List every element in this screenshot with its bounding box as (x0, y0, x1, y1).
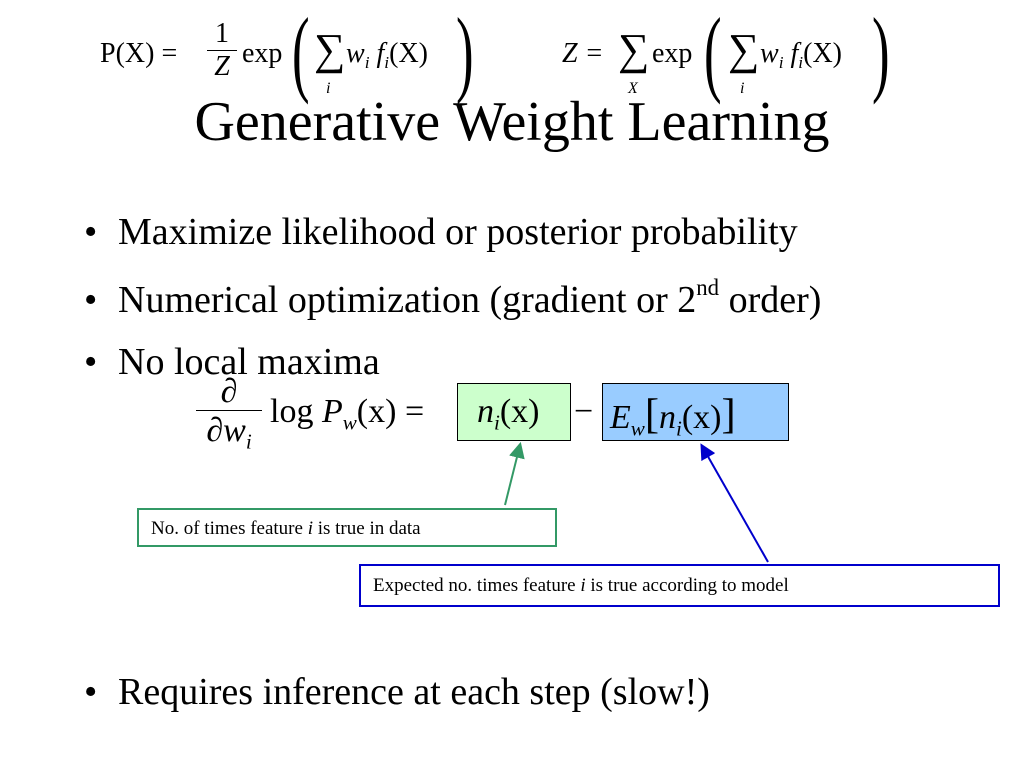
arrow-to-empirical-count (504, 441, 525, 506)
formula-p-sum-index: i (326, 80, 331, 97)
formula-p-lparen: ( (292, 0, 310, 105)
arrow-to-expected-count (700, 443, 769, 563)
formula-p-numerator: 1 (215, 18, 229, 49)
formula-z-outer-index: X (628, 80, 638, 97)
partial-numerator: ∂ (220, 373, 238, 410)
formula-p-sigma: ∑ (314, 25, 346, 74)
bullet-text: Maximize likelihood or posterior probabi… (118, 211, 798, 253)
bullet-item-inference: • Requires inference at each step (slow!) (84, 670, 710, 714)
formula-z-lhs: Z = (562, 38, 604, 69)
formula-p-exp: exp (242, 38, 283, 69)
bullet-item-optimization: • Numerical optimization (gradient or 2nd… (84, 275, 821, 322)
minus-sign: − (574, 393, 594, 430)
formula-z-sum-index: i (740, 80, 745, 97)
formula-z-term: wi fi(X) (760, 38, 842, 73)
bullet-text: Requires inference at each step (slow!) (118, 671, 710, 713)
bullet-item-maxima: • No local maxima (84, 340, 380, 384)
bullet-text-tail: order) (719, 279, 822, 322)
bullet-text: Numerical optimization (gradient or 2 (118, 279, 697, 322)
formula-p-rparen: ) (456, 0, 474, 105)
bullet-dot: • (84, 671, 98, 713)
bullet-text: No local maxima (118, 341, 380, 383)
formula-z-outer-sigma: ∑ (618, 25, 650, 74)
expected-count-highlight (602, 383, 789, 441)
callout-model-count: Expected no. times feature i is true acc… (359, 564, 1000, 607)
bullet-dot: • (84, 279, 98, 322)
formula-p-fraction: 1 Z (207, 18, 237, 83)
formula-z-sigma: ∑ (728, 25, 760, 74)
formula-z-rparen: ) (872, 0, 890, 105)
slide-title: Generative Weight Learning (194, 91, 830, 153)
log-likelihood: log Pw(x) = (270, 393, 425, 435)
formula-p-term: wi fi(X) (346, 38, 428, 73)
expected-count-term: Ew[ni(x)] (610, 391, 736, 441)
partial-denominator: ∂wi (196, 410, 262, 461)
formula-z-lparen: ( (704, 0, 722, 105)
bullet-dot: • (84, 211, 98, 253)
formula-p-lhs: P(X) = (100, 38, 178, 69)
empirical-count-highlight (457, 383, 571, 441)
bullet-dot: • (84, 341, 98, 383)
empirical-count-term: ni(x) (477, 393, 540, 435)
callout-data-count: No. of times feature i is true in data (137, 508, 557, 547)
bullet-superscript: nd (696, 275, 720, 300)
partial-derivative-fraction: ∂ ∂wi (196, 374, 262, 461)
formula-p-denominator: Z (207, 50, 237, 83)
bullet-item-likelihood: • Maximize likelihood or posterior probab… (84, 210, 798, 254)
formula-z-exp: exp (652, 38, 693, 69)
